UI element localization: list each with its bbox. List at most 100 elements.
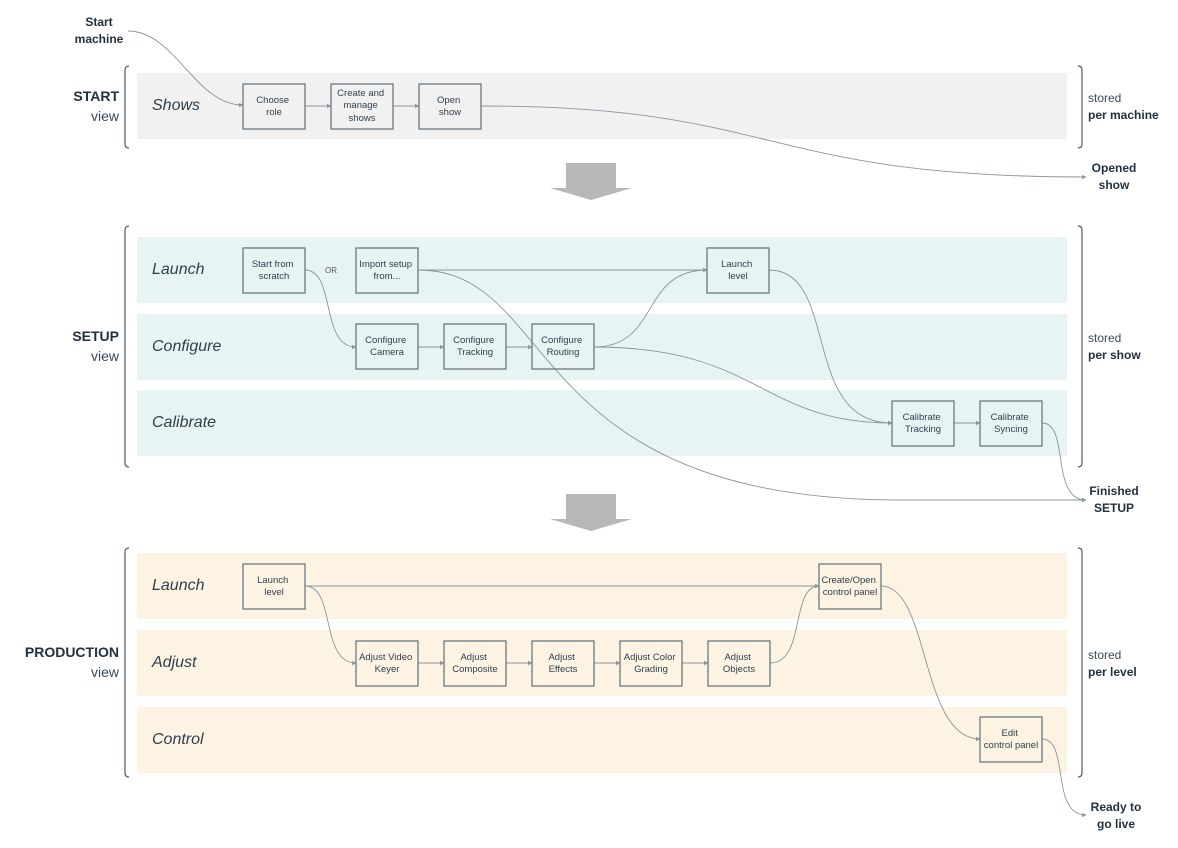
node-text: manage — [344, 100, 378, 111]
bracket-start-right — [1077, 65, 1083, 149]
svg-text:Adjust Effects: Adjust Effects — [548, 652, 577, 675]
svg-text:Calibrate Syncing: Calibrate Syncing — [991, 412, 1032, 435]
svg-text:Configure Routing: Configure Routing — [541, 335, 585, 358]
node-text: Calibrate — [903, 412, 941, 423]
svg-text:Start from scratch: Start from scratch — [252, 259, 296, 282]
lane-labels: Shows Launch Configure Calibrate Launch … — [151, 97, 221, 748]
node-text: Effects — [549, 664, 578, 675]
connector-control-panel-to-edit — [880, 585, 981, 742]
node-text: Calibrate — [991, 412, 1029, 423]
connector-start-to-choose-role — [127, 30, 244, 108]
node-text: Create and — [337, 88, 384, 99]
svg-text:Launch level: Launch level — [257, 575, 291, 598]
node-text: Choose — [256, 95, 289, 106]
node-text: Adjust Color — [624, 652, 676, 663]
stored-scope-production: per level — [1088, 665, 1137, 679]
node-configure-tracking: Configure Tracking — [443, 323, 507, 370]
stored-label-start: stored — [1088, 91, 1121, 105]
node-text: Configure — [541, 335, 582, 346]
svg-text:Calibrate Tracking: Calibrate Tracking — [903, 412, 944, 435]
node-setup-launch-level: Launch level — [706, 247, 770, 294]
node-text: Tracking — [457, 347, 493, 358]
node-prod-launch-level: Launch level — [242, 563, 306, 610]
node-text: level — [728, 271, 748, 282]
svg-text:Adjust Color Grading: Adjust Color Grading — [624, 652, 678, 675]
node-text: Create/Open — [821, 575, 875, 586]
node-text: control panel — [823, 587, 877, 598]
bracket-start-left — [124, 65, 130, 149]
stored-scope-setup: per show — [1088, 348, 1141, 362]
connector-open-show-to-opened-show — [480, 105, 1087, 180]
connector-launch-level-to-calibrate-tracking — [768, 269, 893, 426]
view-title-production: PRODUCTION — [25, 644, 119, 660]
svg-text:Launch level: Launch level — [721, 259, 755, 282]
node-calibrate-tracking: Calibrate Tracking — [891, 400, 955, 447]
view-subtitle-production: view — [91, 664, 120, 680]
connector-launch-to-video-keyer — [304, 585, 357, 666]
connector-routing-to-launch-level — [593, 267, 708, 348]
view-subtitle-setup: view — [91, 348, 120, 364]
node-adjust-composite: Adjust Composite — [443, 640, 507, 687]
lane-label-prod-control: Control — [152, 731, 204, 748]
start-machine-label-line1: Start — [85, 15, 112, 29]
connectors — [127, 30, 1087, 818]
node-configure-routing: Configure Routing — [531, 323, 595, 370]
nodes: Choose role Create and manage shows Open… — [242, 83, 1043, 763]
node-text: scratch — [259, 271, 290, 282]
node-text: Import setup — [359, 259, 412, 270]
node-create-manage-shows: Create and manage shows — [330, 83, 394, 130]
ready-to-go-live-label-line1: Ready to — [1091, 800, 1142, 814]
node-adjust-effects: Adjust Effects — [531, 640, 595, 687]
view-titles: START view SETUP view PRODUCTION view — [25, 88, 120, 680]
node-text: Tracking — [905, 424, 941, 435]
view-title-setup: SETUP — [72, 328, 119, 344]
bracket-setup-right — [1077, 225, 1083, 468]
lane-label-prod-adjust: Adjust — [151, 654, 197, 671]
node-text: Configure — [365, 335, 406, 346]
node-text: shows — [349, 113, 376, 124]
node-text: Camera — [370, 347, 405, 358]
lane-label-shows: Shows — [152, 97, 200, 114]
down-arrow-start-to-setup — [550, 163, 632, 200]
view-title-start: START — [73, 88, 119, 104]
connector-objects-to-control-panel — [769, 583, 820, 664]
stored-scope-start: per machine — [1088, 108, 1159, 122]
svg-text:Choose role: Choose role — [256, 95, 291, 118]
node-text: Launch — [721, 259, 752, 270]
node-configure-camera: Configure Camera — [355, 323, 419, 370]
bracket-setup-left — [124, 225, 130, 468]
endpoint-labels: Start machine Opened show Finished SETUP… — [75, 15, 1142, 831]
node-text: Edit — [1001, 728, 1018, 739]
node-text: show — [439, 107, 461, 118]
bracket-production-right — [1077, 547, 1083, 778]
node-open-show: Open show — [418, 83, 482, 130]
svg-text:Open show: Open show — [437, 95, 463, 118]
node-text: Adjust — [548, 652, 575, 663]
stored-label-setup: stored — [1088, 331, 1121, 345]
brackets — [124, 65, 1083, 778]
node-text: Routing — [547, 347, 580, 358]
node-choose-role: Choose role — [242, 83, 306, 130]
node-calibrate-syncing: Calibrate Syncing — [979, 400, 1043, 447]
connector-scratch-to-configure-camera — [304, 269, 357, 350]
svg-text:Configure Tracking: Configure Tracking — [453, 335, 497, 358]
node-text: Syncing — [994, 424, 1028, 435]
svg-text:Adjust Objects: Adjust Objects — [723, 652, 755, 675]
node-start-from-scratch: Start from scratch — [242, 247, 306, 294]
node-text: Adjust — [724, 652, 751, 663]
opened-show-label-line2: show — [1099, 178, 1130, 192]
view-subtitle-start: view — [91, 108, 120, 124]
svg-text:Edit control panel: Edit control panel — [984, 728, 1038, 751]
node-text: Adjust Video — [359, 652, 412, 663]
connector-syncing-to-finished-setup — [1041, 422, 1087, 503]
node-edit-control-panel: Edit control panel — [979, 716, 1043, 763]
svg-text:Configure Camera: Configure Camera — [365, 335, 409, 358]
connector-import-to-finished-setup — [417, 269, 1087, 503]
svg-text:Import setup from...: Import setup from... — [359, 259, 414, 282]
start-machine-label-line2: machine — [75, 32, 124, 46]
svg-text:Create and manage: Create and manage shows — [337, 88, 387, 124]
node-adjust-color-grading: Adjust Color Grading — [619, 640, 683, 687]
node-text: Launch — [257, 575, 288, 586]
svg-text:Adjust Video Keyer: Adjust Video Keyer — [359, 652, 415, 675]
down-arrow-setup-to-production — [550, 494, 632, 531]
